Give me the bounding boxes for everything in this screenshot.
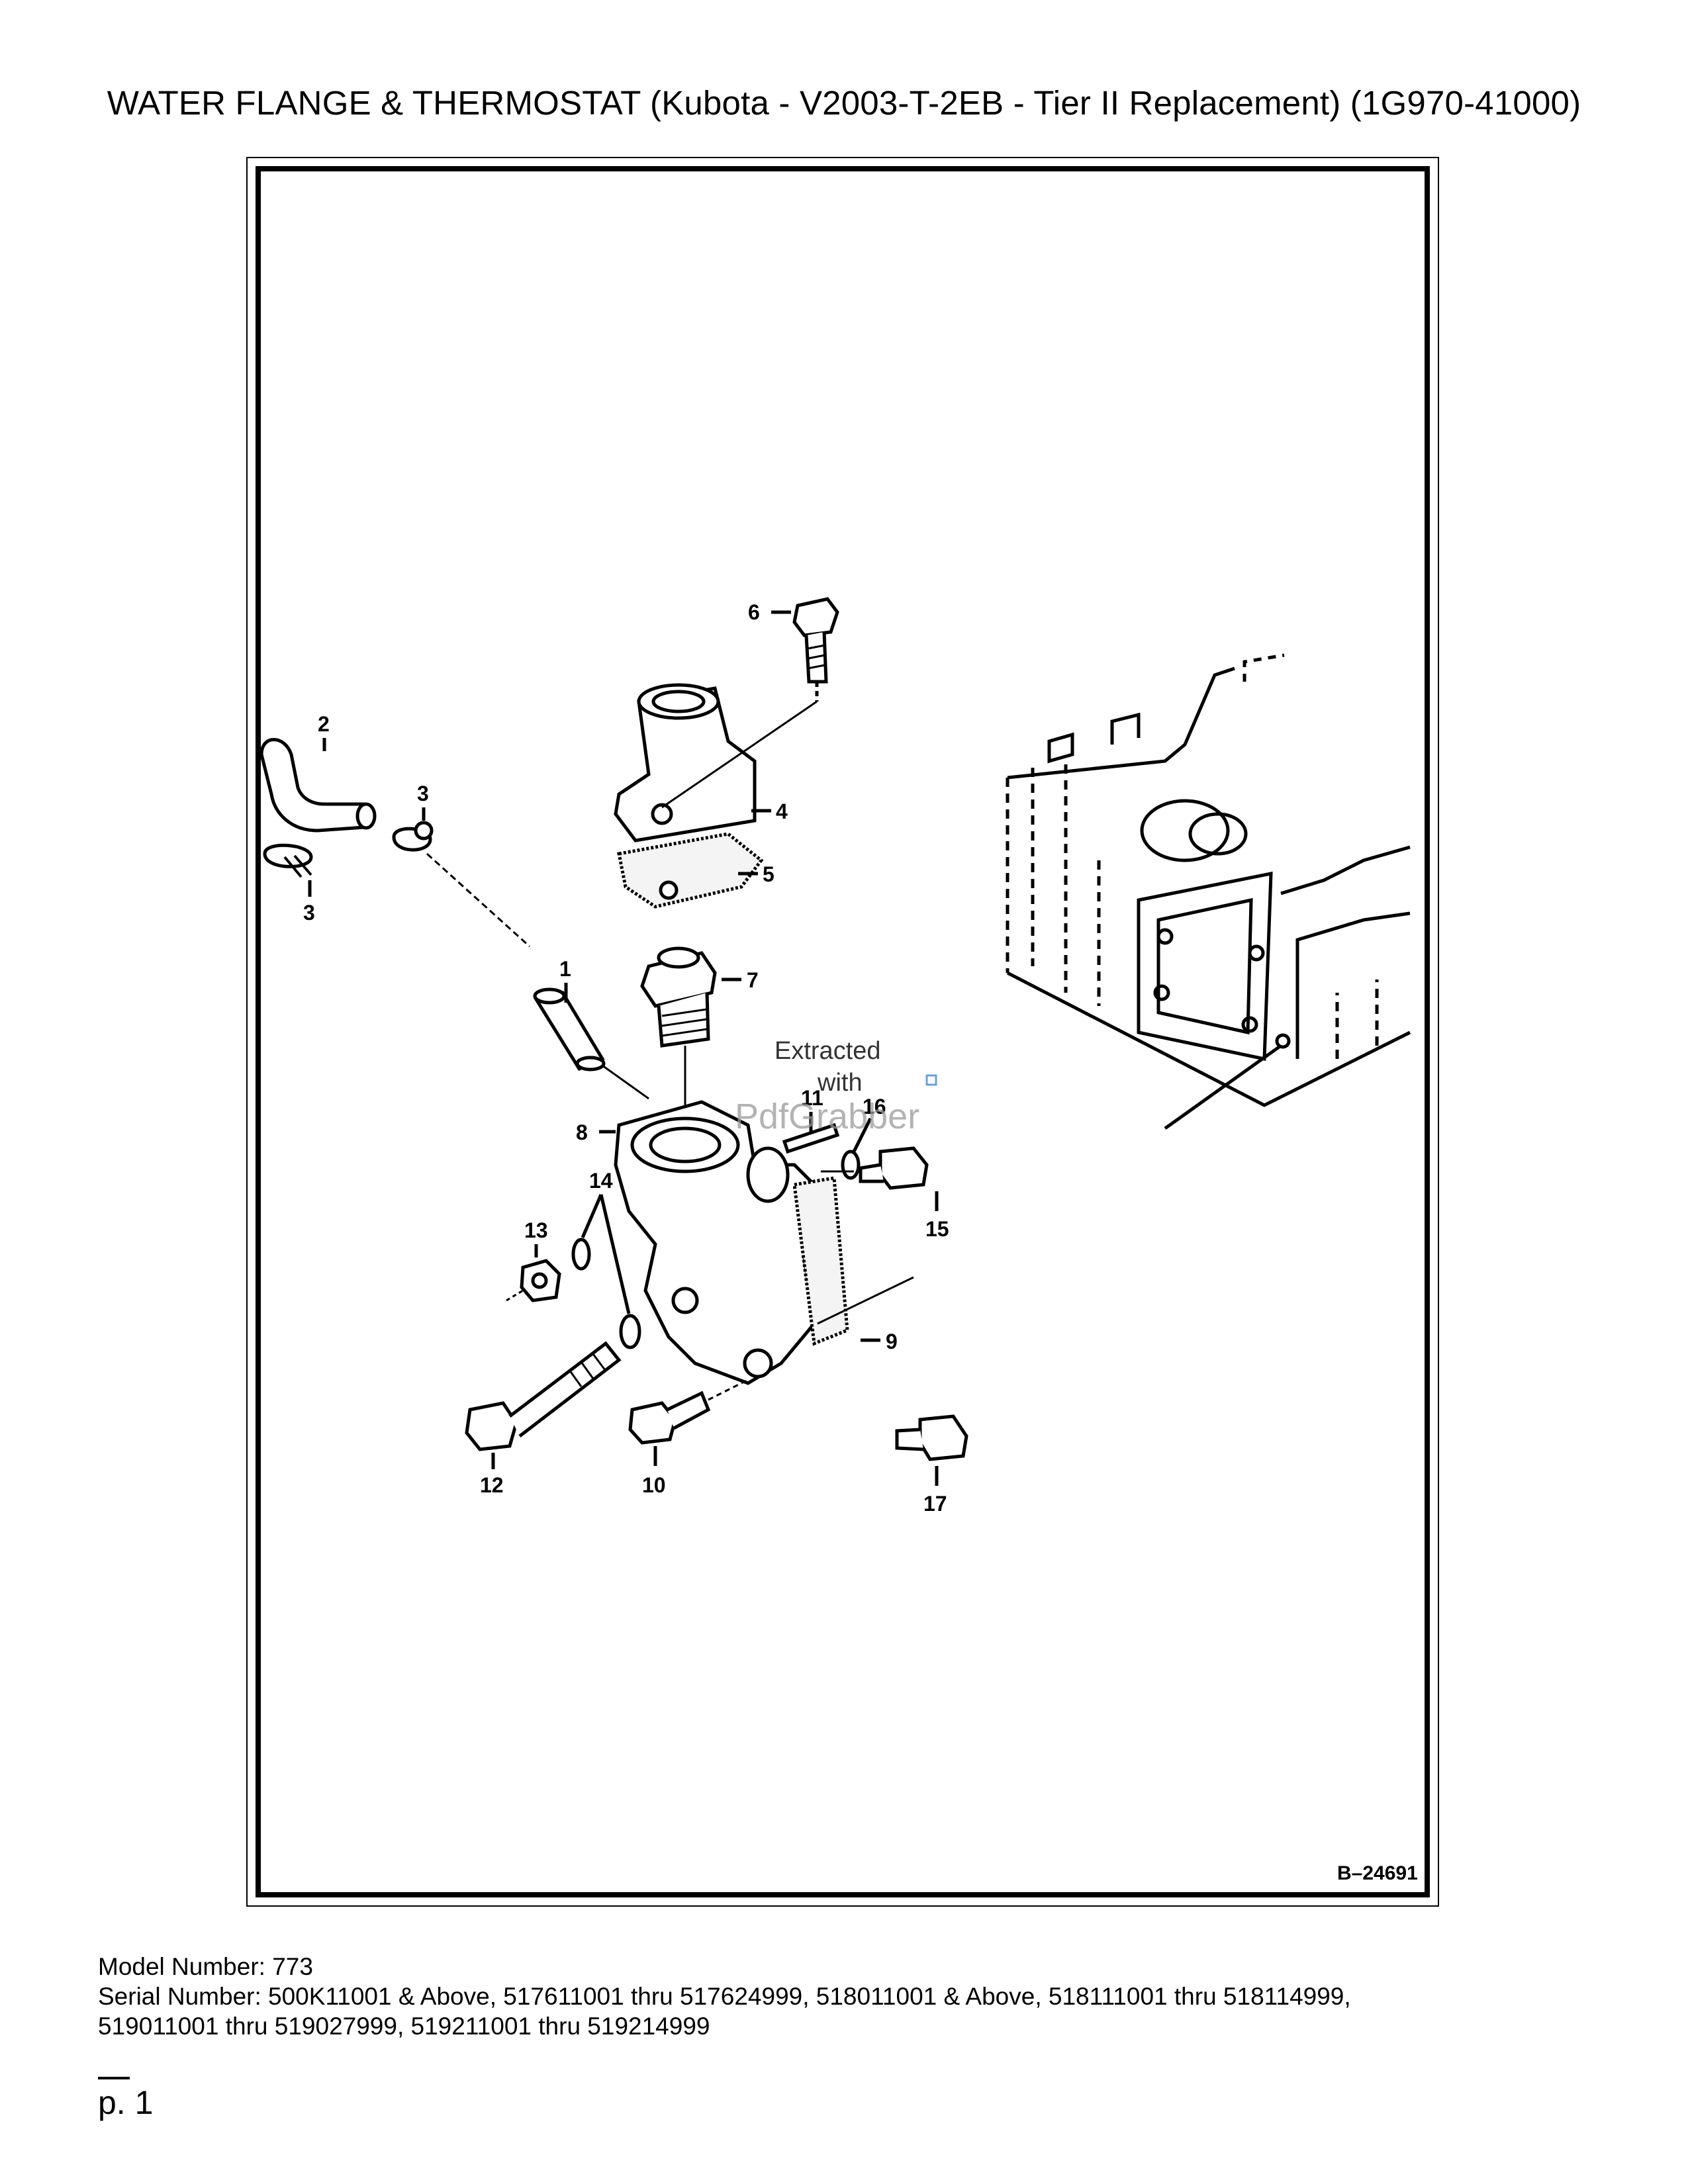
callout-13: 13 <box>524 1218 548 1242</box>
callout-4: 4 <box>776 799 788 823</box>
callout-7: 7 <box>747 968 759 992</box>
callout-14: 14 <box>589 1169 613 1193</box>
callout-9: 9 <box>886 1330 898 1353</box>
watermark-line1: Extracted <box>774 1037 881 1065</box>
callout-11: 11 <box>801 1086 823 1110</box>
callout-leaders <box>308 610 939 1486</box>
callout-5: 5 <box>763 862 774 886</box>
callout-8: 8 <box>576 1120 588 1144</box>
callout-6: 6 <box>748 600 760 624</box>
figure-code: B–24691 <box>1337 1862 1418 1884</box>
callout-10: 10 <box>642 1473 666 1497</box>
diagram-frame-outer <box>246 157 1439 1907</box>
exploded-parts-diagram: 6 2 3 4 5 3 1 7 11 16 8 14 15 13 9 12 10… <box>261 597 1418 1884</box>
page-number: p. 1 <box>98 2084 154 2121</box>
watermark-brand: PdfGrabber <box>735 1097 919 1136</box>
parts-drawing <box>261 597 968 1461</box>
page-title: WATER FLANGE & THERMOSTAT (Kubota - V200… <box>107 84 1581 122</box>
model-number: Model Number: 773 <box>98 1953 313 1980</box>
callout-1: 1 <box>559 957 571 981</box>
callout-3-right: 3 <box>417 782 429 805</box>
callout-15: 15 <box>925 1217 949 1241</box>
callout-12: 12 <box>480 1473 504 1497</box>
page-number-rule <box>98 2077 130 2079</box>
callout-16: 16 <box>863 1095 886 1118</box>
serial-number-line-2: 519011001 thru 519027999, 519211001 thru… <box>98 2013 710 2040</box>
callout-3-left: 3 <box>303 901 315 925</box>
callout-2: 2 <box>318 712 330 736</box>
watermark-line2: with <box>817 1069 863 1097</box>
watermark-logo-icon <box>925 1074 937 1086</box>
serial-number-line-1: Serial Number: 500K11001 & Above, 517611… <box>98 1983 1351 2010</box>
diagram-frame <box>256 166 1430 1897</box>
cylinder-head-drawing <box>1006 653 1411 1130</box>
pdfgrabber-watermark: Extracted with PdfGrabber <box>735 1037 937 1136</box>
callout-17: 17 <box>923 1492 947 1516</box>
